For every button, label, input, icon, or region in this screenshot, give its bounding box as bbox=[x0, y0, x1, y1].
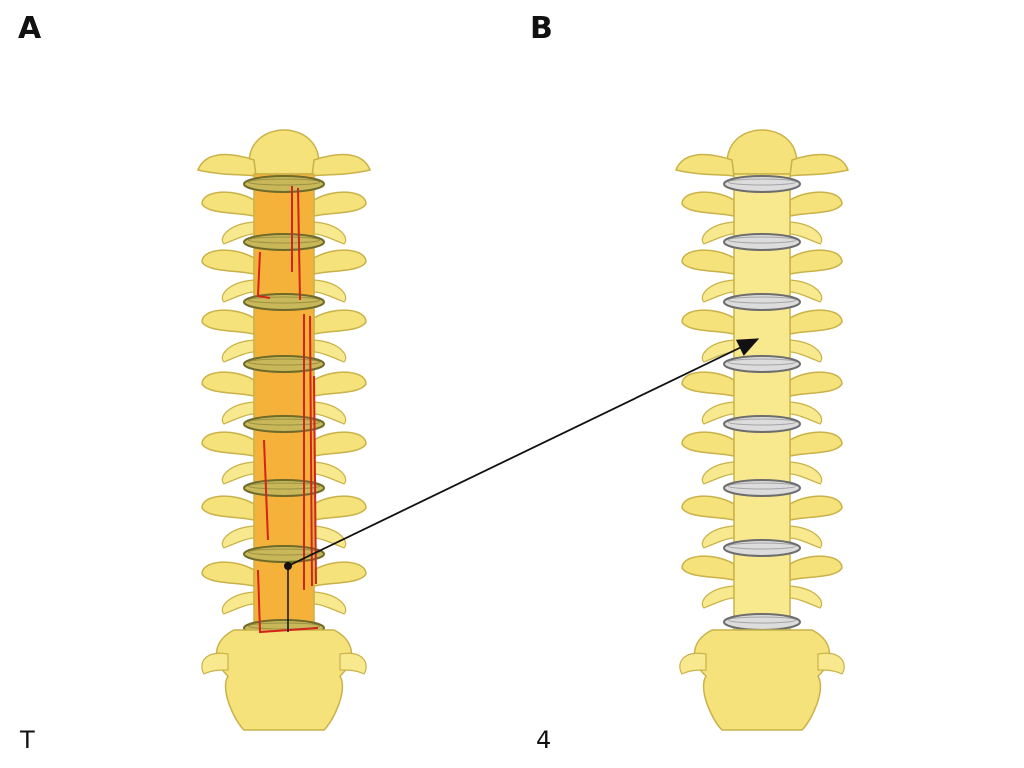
spur-left bbox=[701, 461, 735, 485]
disc-rim bbox=[247, 622, 321, 630]
atlas-wing-right bbox=[311, 153, 372, 177]
spur-left bbox=[221, 461, 255, 485]
transverse-process-left bbox=[681, 371, 735, 397]
disc-rim bbox=[247, 296, 321, 304]
spur-left bbox=[221, 279, 255, 303]
disc-rim bbox=[247, 178, 321, 186]
disc-rim bbox=[727, 236, 797, 244]
transverse-process-right bbox=[789, 191, 843, 217]
disc-rim bbox=[727, 616, 797, 624]
arrow-right-icon bbox=[287, 338, 760, 567]
disc-rim bbox=[727, 358, 797, 366]
transverse-process-right bbox=[313, 309, 367, 335]
disc-rim bbox=[247, 418, 321, 426]
sacral-wing-left bbox=[201, 652, 229, 675]
spur-left bbox=[221, 591, 255, 615]
atlas-wing-left bbox=[196, 153, 257, 177]
transverse-process-right bbox=[789, 371, 843, 397]
spur-left bbox=[221, 339, 255, 363]
spur-left bbox=[701, 585, 735, 609]
sacrum bbox=[693, 629, 831, 731]
transverse-process-left bbox=[201, 495, 255, 521]
spur-right bbox=[313, 525, 347, 549]
spur-right bbox=[789, 279, 823, 303]
spur-right bbox=[313, 461, 347, 485]
spur-left bbox=[701, 525, 735, 549]
spur-right bbox=[789, 585, 823, 609]
transverse-process-right bbox=[313, 371, 367, 397]
spur-left bbox=[221, 525, 255, 549]
spur-right bbox=[313, 279, 347, 303]
spur-right bbox=[789, 339, 823, 363]
transverse-process-left bbox=[681, 249, 735, 275]
spur-right bbox=[789, 401, 823, 425]
panel-label-a: A bbox=[18, 11, 42, 46]
fracture-line bbox=[256, 251, 271, 299]
spur-left bbox=[701, 279, 735, 303]
disc-rim bbox=[727, 542, 797, 550]
disc-rim bbox=[727, 418, 797, 426]
transverse-process-left bbox=[681, 191, 735, 217]
transverse-process-right bbox=[313, 495, 367, 521]
transverse-process-right bbox=[789, 309, 843, 335]
spur-left bbox=[701, 221, 735, 245]
spur-right bbox=[313, 339, 347, 363]
spine-a bbox=[196, 129, 372, 731]
disc-rim bbox=[247, 548, 321, 556]
fracture-line bbox=[257, 569, 319, 634]
transverse-process-right bbox=[789, 555, 843, 581]
spur-left bbox=[221, 401, 255, 425]
atlas-cap bbox=[726, 129, 798, 175]
spur-right bbox=[313, 591, 347, 615]
atlas-cap bbox=[248, 129, 320, 175]
footer-label-right: 4 bbox=[536, 726, 552, 754]
footer-label-left: T bbox=[20, 726, 35, 754]
sacral-wing-right bbox=[817, 652, 845, 675]
spur-left bbox=[701, 401, 735, 425]
transverse-process-left bbox=[201, 309, 255, 335]
spur-right bbox=[789, 525, 823, 549]
spur-right bbox=[789, 221, 823, 245]
transverse-process-left bbox=[681, 309, 735, 335]
transverse-process-left bbox=[681, 431, 735, 457]
transverse-process-left bbox=[201, 249, 255, 275]
disc-rim bbox=[247, 236, 321, 244]
transverse-process-right bbox=[789, 249, 843, 275]
disc-rim bbox=[727, 178, 797, 186]
annotation-group bbox=[284, 338, 760, 632]
transverse-process-left bbox=[681, 555, 735, 581]
disc-rim bbox=[727, 296, 797, 304]
transverse-process-left bbox=[201, 561, 255, 587]
disc-rim bbox=[247, 482, 321, 490]
transverse-process-left bbox=[681, 495, 735, 521]
transverse-process-left bbox=[201, 191, 255, 217]
fracture-line bbox=[263, 439, 269, 541]
atlas-wing-right bbox=[789, 153, 850, 177]
fracture-line bbox=[313, 375, 317, 585]
transverse-process-right bbox=[789, 495, 843, 521]
disc-rim bbox=[727, 482, 797, 490]
spur-right bbox=[313, 401, 347, 425]
transverse-process-right bbox=[313, 431, 367, 457]
transverse-process-right bbox=[789, 431, 843, 457]
sacral-wing-left bbox=[679, 652, 707, 675]
transverse-process-left bbox=[201, 431, 255, 457]
spine-b bbox=[674, 129, 850, 731]
fracture-line bbox=[291, 186, 301, 301]
atlas-wing-left bbox=[674, 153, 735, 177]
fracture-line bbox=[303, 314, 313, 590]
disc-rim bbox=[247, 358, 321, 366]
spur-right bbox=[789, 461, 823, 485]
panel-label-b: B bbox=[530, 11, 553, 46]
transverse-process-right bbox=[313, 561, 367, 587]
transverse-process-right bbox=[313, 191, 367, 217]
spur-left bbox=[221, 221, 255, 245]
sacral-wing-right bbox=[339, 652, 367, 675]
sacrum bbox=[215, 629, 353, 731]
transverse-process-left bbox=[201, 371, 255, 397]
spur-right bbox=[313, 221, 347, 245]
transverse-process-right bbox=[313, 249, 367, 275]
